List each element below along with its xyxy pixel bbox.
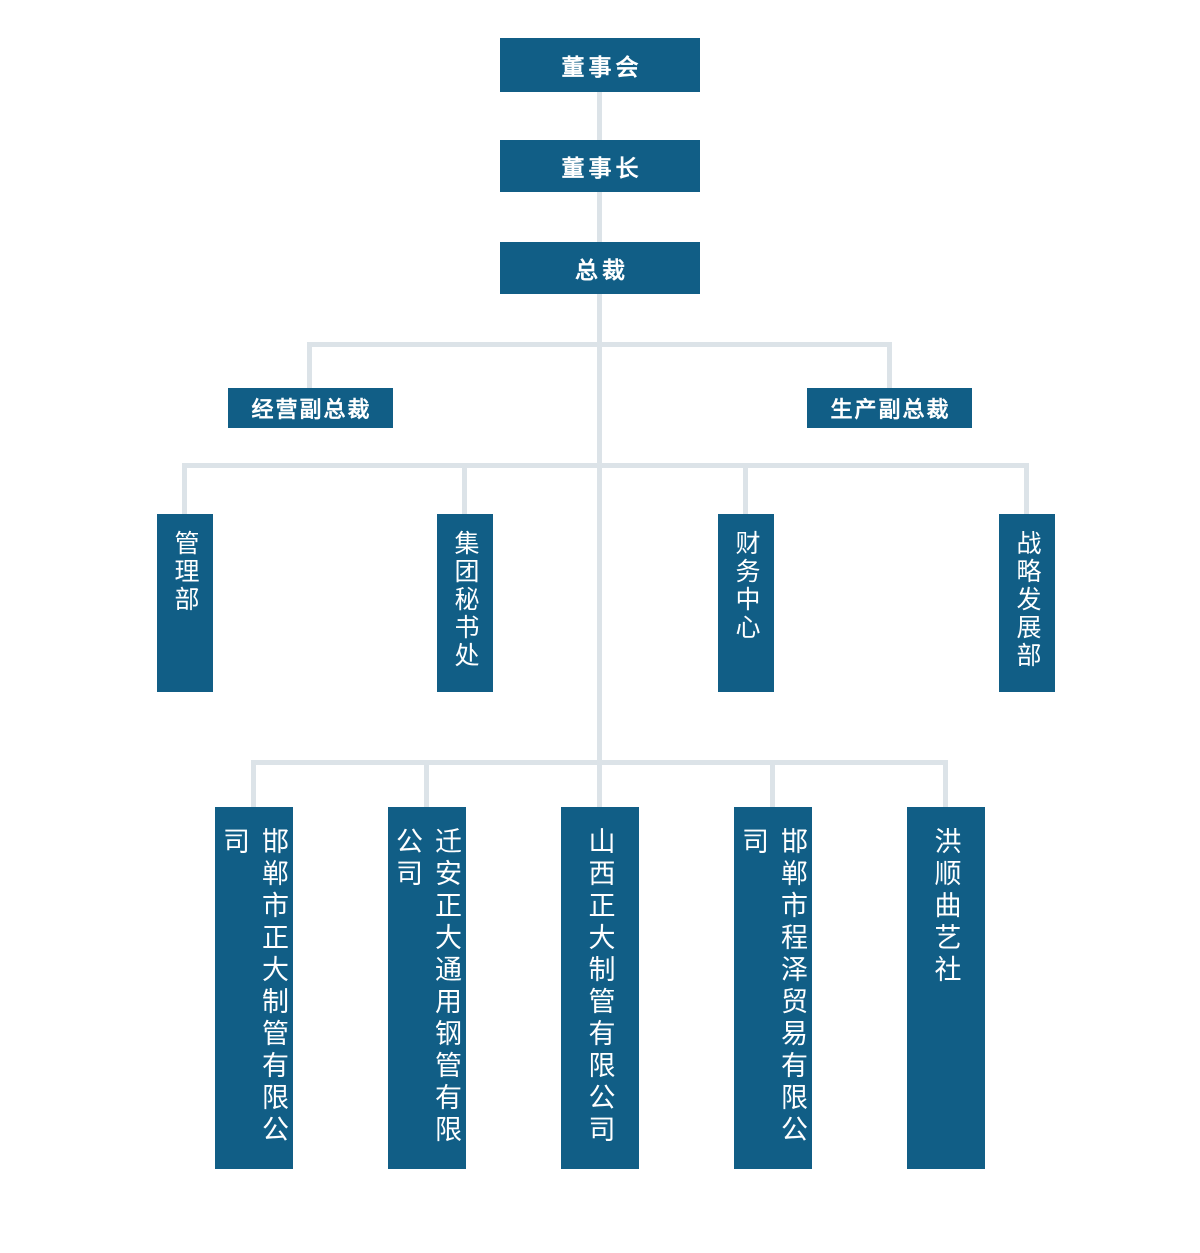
connector-sub-drop-1: [251, 760, 256, 807]
node-label: 战略发展部: [1013, 530, 1041, 670]
connector-vp-horizontal: [307, 342, 892, 347]
node-label: 迁安正大通用钢管有限公司: [392, 827, 461, 1147]
node-sub-handan-chengze-trading: 邯郸市程泽贸易有限公司: [734, 807, 812, 1169]
node-label: 集团秘书处: [451, 530, 479, 670]
node-label: 财务中心: [732, 530, 760, 642]
node-board-of-directors: 董事会: [500, 38, 700, 92]
node-vp-operations: 经营副总裁: [228, 388, 393, 428]
node-president: 总裁: [500, 242, 700, 294]
connector-dept-drop-3: [743, 463, 748, 514]
node-chairman: 董事长: [500, 140, 700, 192]
node-vp-production: 生产副总裁: [807, 388, 972, 428]
connector-dept-drop-2: [462, 463, 467, 514]
node-label: 邯郸市正大制管有限公司: [219, 827, 288, 1147]
connector-vp-right-drop: [887, 342, 892, 388]
node-label: 洪顺曲艺社: [930, 827, 961, 987]
node-sub-qianan-zhengda-steel-pipe: 迁安正大通用钢管有限公司: [388, 807, 466, 1169]
node-dept-group-secretariat: 集团秘书处: [437, 514, 493, 692]
node-sub-handan-zhengda-pipe: 邯郸市正大制管有限公司: [215, 807, 293, 1169]
node-dept-strategy-development: 战略发展部: [999, 514, 1055, 692]
node-dept-management: 管理部: [157, 514, 213, 692]
connector-chairman-president: [597, 192, 602, 242]
connector-dept-drop-4: [1024, 463, 1029, 514]
connector-center-trunk: [597, 294, 602, 763]
node-dept-finance-center: 财务中心: [718, 514, 774, 692]
connector-board-chairman: [597, 92, 602, 140]
connector-sub-drop-4: [770, 760, 775, 807]
node-label: 管理部: [171, 530, 199, 614]
connector-dept-drop-1: [182, 463, 187, 514]
node-label: 邯郸市程泽贸易有限公司: [738, 827, 807, 1147]
connector-vp-left-drop: [307, 342, 312, 388]
connector-dept-horizontal: [182, 463, 1029, 468]
node-label: 山西正大制管有限公司: [584, 827, 615, 1147]
node-sub-shanxi-zhengda-pipe: 山西正大制管有限公司: [561, 807, 639, 1169]
connector-sub-drop-2: [424, 760, 429, 807]
node-sub-hongshun-quyi-club: 洪顺曲艺社: [907, 807, 985, 1169]
connector-sub-drop-3: [597, 760, 602, 807]
connector-sub-drop-5: [943, 760, 948, 807]
